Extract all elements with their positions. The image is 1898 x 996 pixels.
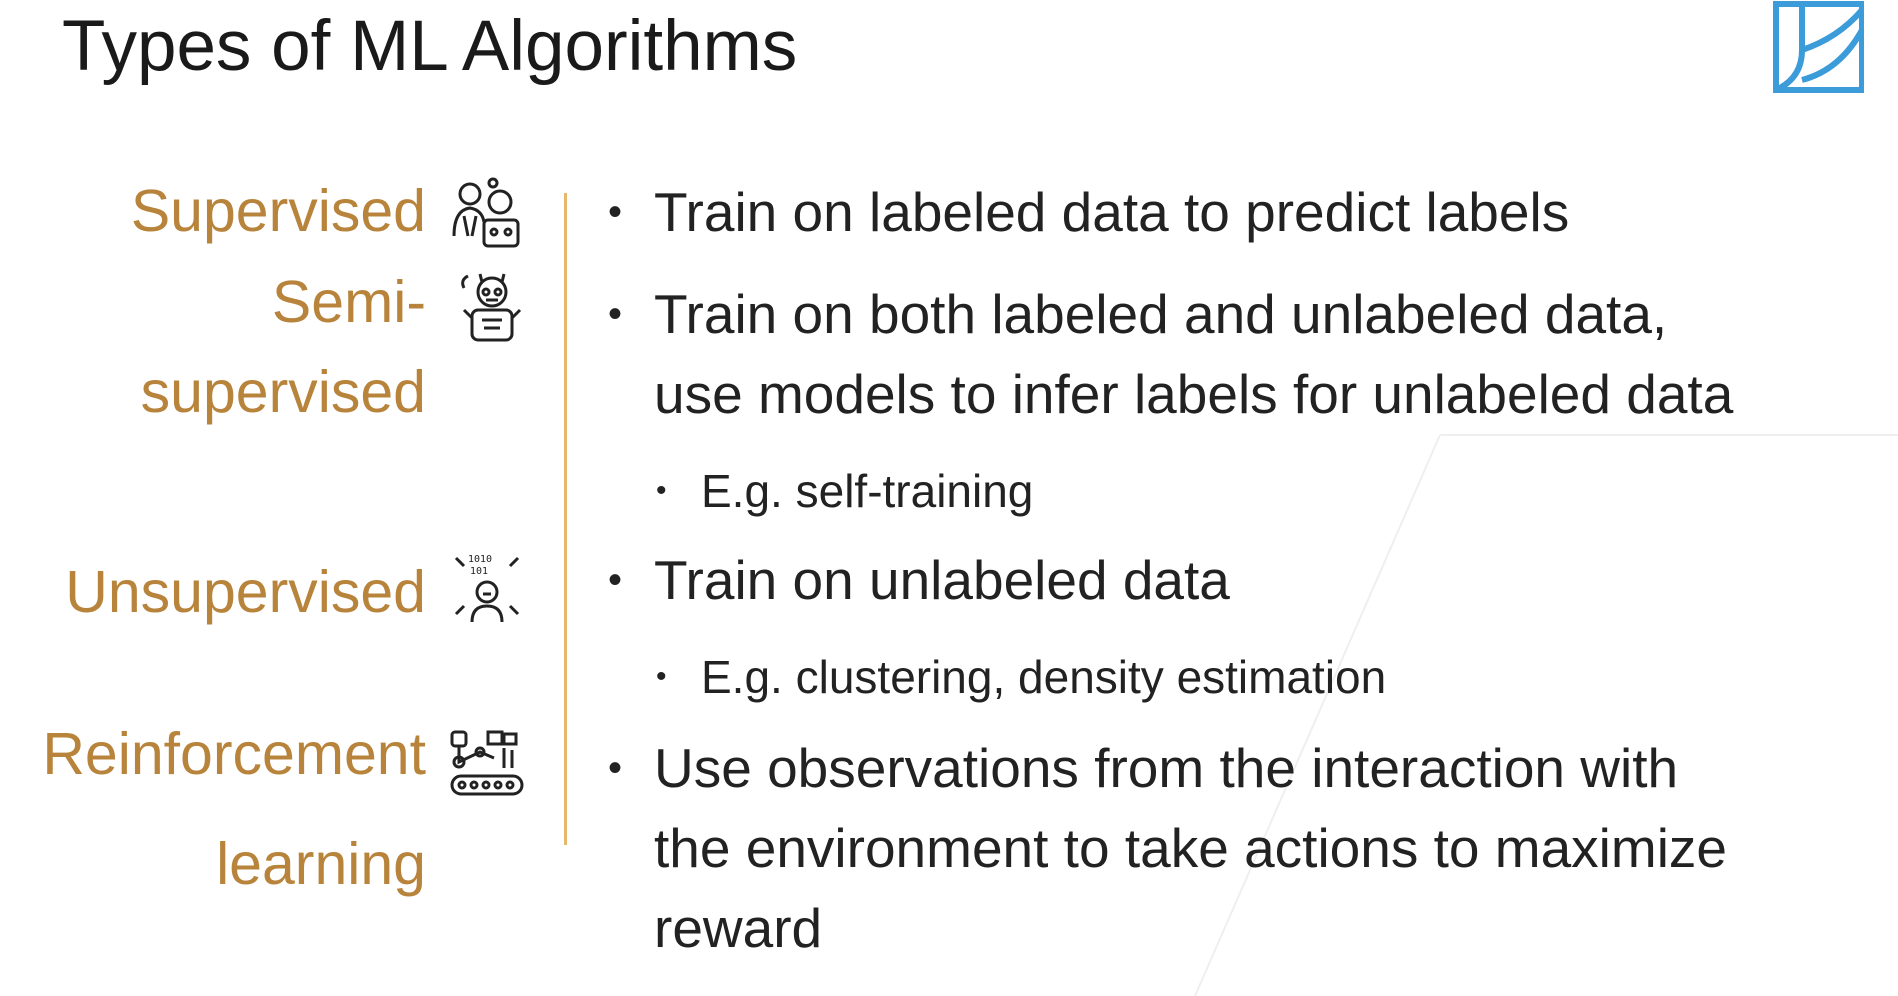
bullet-text: Train on labeled data to predict labels	[654, 181, 1570, 243]
svg-text:101: 101	[470, 566, 488, 577]
sub-bullet-dot: •	[656, 474, 667, 507]
label-reinforcement-line1: Reinforcement	[42, 721, 426, 787]
book-logo-icon	[1773, 1, 1864, 93]
label-supervised: Supervised	[130, 178, 426, 244]
sub-bullet-unsupervised-example: • E.g. clustering, density estimation	[656, 645, 1386, 709]
bullet-text-line3: reward	[654, 897, 823, 959]
page-title: Types of ML Algorithms	[62, 7, 798, 86]
vertical-divider	[564, 193, 567, 845]
bullet-unsupervised: • Train on unlabeled data	[608, 540, 1230, 620]
bullet-text-line2: use models to infer labels for unlabeled…	[654, 363, 1734, 425]
label-unsupervised: Unsupervised	[65, 559, 426, 625]
bullet-dot: •	[608, 190, 623, 234]
sub-bullet-text: E.g. clustering, density estimation	[701, 651, 1387, 703]
bullet-supervised: • Train on labeled data to predict label…	[608, 172, 1569, 252]
label-semi-supervised-line1: Semi-	[271, 269, 426, 335]
sub-bullet-semi-example: • E.g. self-training	[656, 459, 1033, 523]
bullet-text-line1: Use observations from the interaction wi…	[654, 737, 1679, 799]
data-processing-robot-icon: 1010 101	[454, 554, 520, 623]
label-reinforcement-line2: learning	[216, 831, 426, 897]
bullet-dot: •	[608, 558, 623, 602]
bullet-text-line1: Train on both labeled and unlabeled data…	[654, 283, 1668, 345]
bullet-text: Train on unlabeled data	[654, 549, 1230, 611]
label-semi-supervised-line2: supervised	[140, 359, 426, 425]
person-with-robot-icon	[461, 273, 522, 342]
sub-bullet-dot: •	[656, 660, 667, 693]
bullet-dot: •	[608, 746, 623, 790]
team-people-icon	[452, 177, 520, 248]
conveyor-robot-arm-icon	[450, 730, 524, 796]
svg-text:1010: 1010	[468, 554, 492, 565]
bullet-reinforcement: • Use observations from the interaction …	[608, 728, 1727, 968]
bullet-dot: •	[608, 292, 623, 336]
sub-bullet-text: E.g. self-training	[701, 465, 1034, 517]
bullet-semi-supervised: • Train on both labeled and unlabeled da…	[608, 274, 1733, 434]
bullet-text-line2: the environment to take actions to maxim…	[654, 817, 1728, 879]
